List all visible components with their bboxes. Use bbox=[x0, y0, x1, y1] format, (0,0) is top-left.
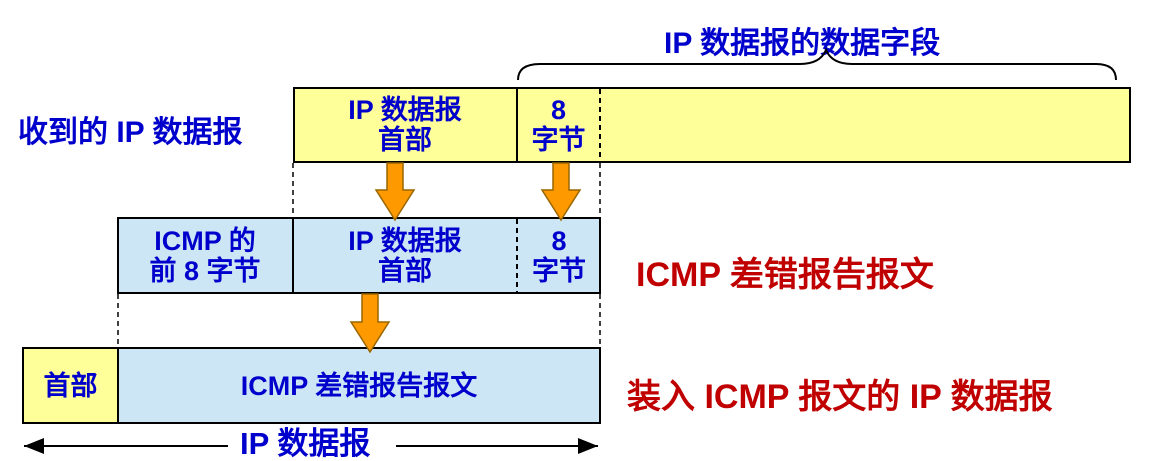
icmp-error-report-label: ICMP 差错报告报文 bbox=[636, 256, 934, 294]
received-datagram-box bbox=[293, 87, 1131, 163]
row1-ip-header-cell: IP 数据报 首部 bbox=[293, 87, 517, 163]
data-field-brace bbox=[517, 47, 1117, 81]
arrow-icon-header bbox=[374, 162, 416, 222]
row2-ip-header-line1: IP 数据报 bbox=[348, 225, 462, 256]
ip-datagram-label: IP 数据报 bbox=[236, 428, 375, 459]
row2-ip-header-cell: IP 数据报 首部 bbox=[293, 217, 517, 294]
icmp-error-report-box bbox=[117, 217, 601, 294]
row2-8-bytes-cell: 8 字节 bbox=[517, 217, 601, 294]
row1-ip-header-line2: 首部 bbox=[378, 125, 432, 155]
encapsulated-icmp-box bbox=[117, 347, 601, 424]
row1-8-bytes-line1: 8 bbox=[550, 95, 567, 125]
row2-8-bytes-line1: 8 bbox=[551, 225, 567, 256]
row2-icmp-line1: ICMP 的 bbox=[154, 225, 256, 256]
row1-8-bytes-cell: 8 字节 bbox=[517, 87, 600, 163]
row3-header-cell: 首部 bbox=[43, 370, 98, 401]
arrow-icon-icmp bbox=[349, 293, 391, 354]
row2-ip-header-line2: 首部 bbox=[378, 255, 432, 286]
row2-8-bytes-line2: 字节 bbox=[532, 255, 586, 286]
row2-icmp-line2: 前 8 字节 bbox=[149, 255, 261, 286]
row3-icmp-error-cell: ICMP 差错报告报文 bbox=[240, 370, 478, 401]
row1-8-bytes-line2: 字节 bbox=[531, 125, 586, 155]
data-field-label: IP 数据报的数据字段 bbox=[664, 27, 941, 60]
received-datagram-label: 收到的 IP 数据报 bbox=[18, 116, 243, 149]
row2-icmp-first-8-bytes-cell: ICMP 的 前 8 字节 bbox=[117, 217, 293, 294]
row1-ip-header-line1: IP 数据报 bbox=[348, 95, 462, 125]
arrow-icon-8-bytes bbox=[540, 162, 582, 222]
encapsulated-header-box bbox=[22, 347, 119, 424]
encapsulated-datagram-label: 装入 ICMP 报文的 IP 数据报 bbox=[627, 378, 1053, 416]
